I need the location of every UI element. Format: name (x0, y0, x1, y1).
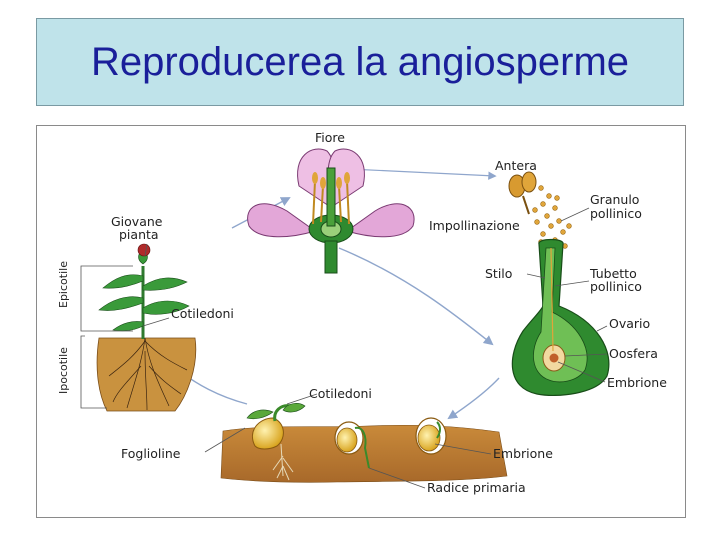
label-cotiledoni-bottom: Cotiledoni (309, 386, 372, 401)
pointer-embrione-right (557, 361, 606, 383)
pointer-stilo (526, 273, 546, 279)
label-embrione-bottom: Embrione (493, 446, 553, 461)
label-radice-primaria: Radice primaria (427, 480, 526, 495)
ipocotile-bracket (80, 335, 107, 409)
life-cycle-diagram: Fiore Antera Granulo pollinico Impollina… (36, 125, 686, 518)
flower-illustration (247, 148, 415, 274)
pointer-cotiledoni-top (142, 317, 170, 327)
pointer-foglioline (204, 427, 246, 453)
pistil-ovary-illustration (511, 238, 610, 396)
arrow-to-antera (348, 168, 497, 180)
pointer-ovario (596, 325, 608, 332)
cycle-arrows (177, 168, 500, 420)
young-plant-illustration (96, 243, 197, 412)
label-ovario: Ovario (609, 316, 650, 331)
slide-title: Reproducerea la angiosperme (90, 39, 630, 84)
soil-seeds-illustration (220, 403, 508, 483)
label-oosfera: Oosfera (609, 346, 658, 361)
label-foglioline: Foglioline (121, 446, 181, 461)
label-tubetto-2: pollinico (590, 279, 642, 294)
pointer-giovane (144, 243, 148, 257)
epicotile-bracket (80, 265, 133, 332)
label-epicotile: Epicotile (57, 261, 70, 308)
label-ipocotile: Ipocotile (57, 347, 70, 394)
label-stilo: Stilo (485, 266, 512, 281)
pointer-granulo (560, 207, 590, 222)
pointer-tubetto (554, 280, 590, 287)
label-tubetto-1: Tubetto (589, 266, 637, 281)
label-cotiledoni-top: Cotiledoni (171, 306, 234, 321)
label-giovane-1: Giovane (111, 214, 163, 229)
label-antera: Antera (495, 158, 537, 173)
pointer-oosfera (564, 353, 608, 357)
label-impollinazione: Impollinazione (429, 218, 520, 233)
arrow-ovary-to-seed (447, 377, 500, 420)
pointer-radice (368, 467, 426, 489)
pointer-cotiledoni-bottom (286, 393, 318, 405)
diagram-canvas: Fiore Antera Granulo pollinico Impollina… (57, 130, 667, 495)
title-banner: Reproducerea la angiosperme (36, 18, 684, 106)
label-embrione-right: Embrione (607, 375, 667, 390)
label-granulo-2: pollinico (590, 206, 642, 221)
label-fiore: Fiore (315, 130, 345, 145)
arrow-flower-to-ovary (338, 247, 494, 346)
anther-pollen-illustration (508, 171, 572, 249)
pointer-embrione-bottom (434, 443, 492, 455)
label-granulo-1: Granulo (590, 192, 639, 207)
label-giovane-2: pianta (119, 227, 159, 242)
